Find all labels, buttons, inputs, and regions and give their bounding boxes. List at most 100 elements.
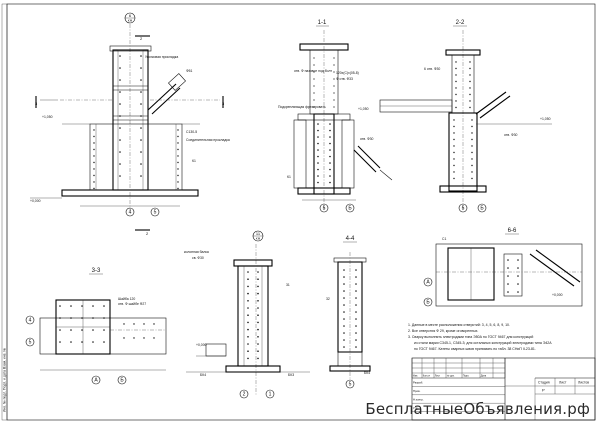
bolt-dot [93, 168, 95, 170]
bolt-dot [343, 332, 345, 334]
label-elev-1-1: +1,050 [358, 107, 369, 111]
note-line-3: 3. Сварку выполнять электродами типа Э50… [408, 335, 533, 339]
label-bolt2-2-2: 6 отв. Ф30 [424, 67, 440, 71]
bolt-dot [453, 171, 455, 173]
label-c130: С130-5 [186, 130, 197, 134]
bolt-dot [317, 181, 319, 184]
bolt-dot [119, 151, 121, 153]
label-column-hole: св. Ф30 [192, 256, 204, 260]
label-f51: Ф51 [186, 69, 192, 73]
bolt-dot [92, 317, 94, 319]
label-k1: К1 [192, 159, 196, 163]
bolt-dot [119, 175, 121, 177]
bolt-dot [81, 329, 83, 331]
bolt-dot [119, 55, 121, 57]
bolt-dot [329, 129, 331, 132]
bolt-dot [517, 259, 519, 261]
bolt-dot [471, 119, 473, 121]
label-bk4b: БК4 [364, 371, 370, 375]
view-3-3: 3-3 Шайба 120 отв. Ф шайбе Ф27 4 5 А Б [25, 268, 167, 385]
bolt-dot [471, 138, 473, 141]
label-bolt-slot-1-1: отв. Ф пазовое под болт [294, 69, 332, 73]
bolt-dot [92, 305, 94, 307]
bolt-dot [177, 129, 179, 131]
title-block-header: Изм. [413, 375, 418, 378]
bolt-dot [140, 91, 142, 93]
bolt-dot [329, 142, 331, 145]
bolt-dot [257, 357, 259, 360]
axis-bubble-1-bottom: 1 [269, 391, 272, 397]
axis-bubble-b-3-3: Б [120, 377, 124, 383]
bolt-dot [471, 177, 473, 180]
bolt-dot [317, 175, 319, 177]
label-dim-1-1: 120х(С)х(05-8) [336, 71, 359, 75]
bolt-dot [517, 291, 519, 293]
axis-bubble-5-3-3: 5 [29, 339, 32, 345]
bolt-dot [469, 67, 471, 70]
bolt-dot [453, 145, 455, 147]
bolt-dot [119, 79, 121, 81]
bolt-dot [471, 171, 473, 173]
title-block-header: Кол.уч [423, 375, 431, 378]
brace-gusset [168, 73, 186, 91]
title-sheets-header: Листов [578, 381, 589, 385]
general-notes: 1. Данные в месте расположения отверстий… [408, 323, 552, 351]
bolt-dot [247, 278, 249, 281]
bolt-dot [119, 103, 121, 105]
bolt-dot [329, 175, 331, 177]
bolt-dot [453, 138, 455, 141]
bolt-dot [355, 332, 357, 334]
axis-bubble-5-2-2: 5 [462, 205, 465, 211]
bolt-dot [453, 125, 455, 128]
bolt-dot [247, 343, 249, 345]
bolt-dot [59, 305, 61, 307]
bolt-dot [177, 168, 179, 170]
bolt-dot [153, 337, 155, 339]
bolt-dot [455, 100, 457, 102]
bolt-dot [313, 57, 315, 59]
bolt-dot [93, 161, 95, 164]
bolt-dot [70, 305, 72, 307]
label-connecting-pad: Соединительная прокладка [186, 138, 230, 142]
watermark: БесплатныеОбъявления.рф [365, 400, 590, 418]
bolt-dot [471, 145, 473, 147]
section-mark-2: 2 [140, 36, 143, 41]
bolt-dot [257, 271, 259, 273]
view-title-1-1: 1-1 [318, 20, 327, 26]
bolt-dot [133, 323, 135, 325]
bolt-dot [92, 329, 94, 331]
note-line-5: по ГОСТ 9467. Катеты сварных швов приним… [414, 347, 536, 351]
bolt-dot [343, 269, 345, 271]
bolt-dot [329, 155, 331, 158]
detail-top: 6 KM 3 3 2 2 [30, 12, 230, 236]
bolt-dot [119, 115, 121, 117]
bolt-dot [103, 317, 105, 319]
view-title-2-2: 2-2 [456, 20, 465, 26]
bolt-dot [247, 300, 249, 302]
bolt-dot [313, 106, 315, 108]
title-block-header: Дата [481, 375, 487, 378]
bolt-dot [70, 341, 72, 343]
view-title-4-4: 4-4 [346, 236, 355, 242]
bolt-dot [70, 329, 72, 331]
bolt-dot [257, 321, 259, 324]
bolt-dot [355, 269, 357, 271]
plan-6-6 [435, 243, 583, 307]
bolt-dot [140, 67, 142, 69]
bolt-dot [247, 285, 249, 288]
bolt-dot [92, 341, 94, 343]
bolt-dot [507, 275, 509, 277]
bolt-dot [143, 323, 145, 325]
bolt-dot [247, 328, 249, 331]
bolt-dot [177, 161, 179, 164]
bolt-dot [453, 158, 455, 160]
label-elev-6-6: +0,000 [552, 293, 563, 297]
bolt-dot [103, 305, 105, 307]
bolt-dot [93, 129, 95, 131]
label-elev-top: +1,050 [42, 115, 53, 119]
bolt-dot [317, 136, 319, 138]
label-bk3: БК3 [288, 373, 294, 377]
bolt-dot [59, 341, 61, 343]
label-column-beam: колонная балка [184, 250, 209, 254]
